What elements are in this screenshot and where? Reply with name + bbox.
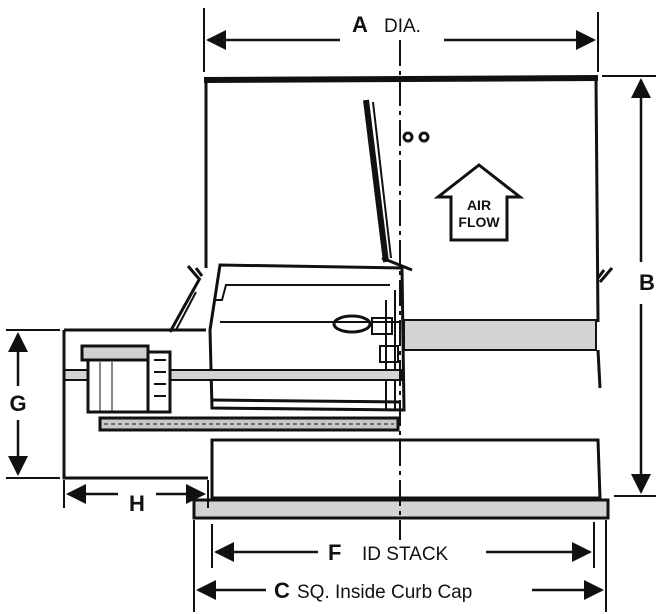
housing-right-wall-lower <box>596 349 602 389</box>
dimension-f <box>211 522 595 568</box>
dimension-b-letter: B <box>639 270 655 295</box>
drive-belt <box>98 416 400 432</box>
housing-top-rim <box>203 75 599 83</box>
dimension-c <box>193 520 607 612</box>
dimension-c-text: SQ. Inside Curb Cap <box>297 582 472 603</box>
dimension-g <box>6 329 60 479</box>
airflow-label-line1: AIR <box>467 197 491 213</box>
curb-base <box>192 438 610 520</box>
dimension-h-letter: H <box>129 491 145 516</box>
dimension-c-letter: C <box>274 578 290 603</box>
fan-housing <box>203 75 602 389</box>
housing-right-wall <box>594 77 600 323</box>
motor <box>80 344 172 414</box>
fan-wheel-assembly <box>168 263 406 412</box>
dimension-h <box>63 480 209 508</box>
dimension-a-letter: A <box>352 12 368 37</box>
airflow-arrow: AIR FLOW <box>433 163 525 242</box>
motor-cover <box>62 328 208 480</box>
airflow-label-line2: FLOW <box>458 214 500 230</box>
damper-blade <box>363 99 413 272</box>
dimension-g-letter: G <box>9 391 26 416</box>
stack-box <box>210 438 602 500</box>
housing-bolts <box>402 131 430 143</box>
housing-latches <box>186 265 614 283</box>
wheel-housing <box>208 263 406 412</box>
dimension-f-letter: F <box>328 540 341 565</box>
dimension-a <box>203 8 599 72</box>
dimension-f-text: ID STACK <box>362 544 449 565</box>
dimension-a-text: DIA. <box>384 16 421 37</box>
dimension-b <box>602 75 656 497</box>
motor-cover-outline <box>62 328 208 480</box>
